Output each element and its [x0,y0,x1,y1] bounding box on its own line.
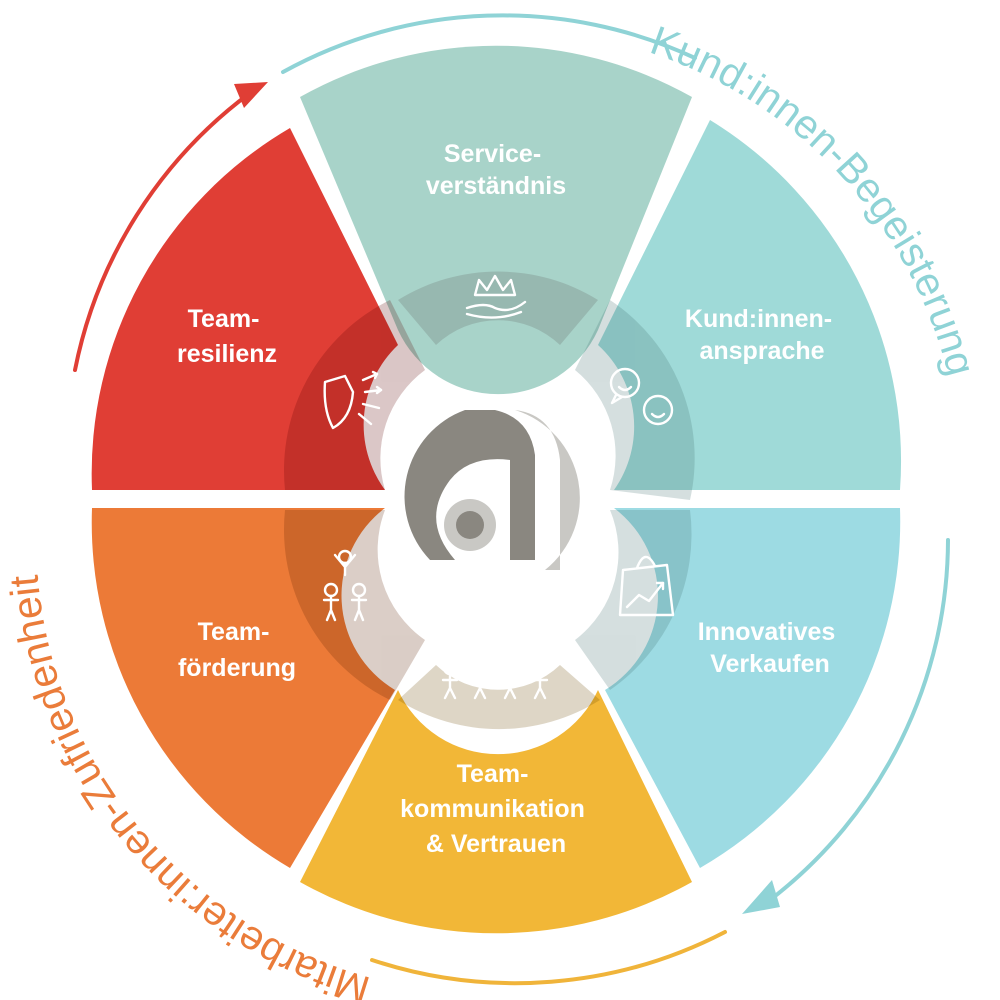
segments [91,45,902,934]
segment-innovativ-label: Innovatives Verkaufen [698,618,843,678]
shopping-bag-growth-icon [618,555,675,617]
segment-resilienz-label: Team- resilienz [177,305,277,368]
segment-service[interactable] [300,45,692,395]
mitarbeiter-arc-left [73,91,252,372]
segment-innovativ[interactable] [605,508,901,868]
team-row-icon [441,660,549,700]
segment-service-label: Service- verständnis [426,140,566,200]
shield-arrows-icon [323,370,383,430]
kunden-arrow-head [742,880,780,914]
mitarbeiter-arrow-head [234,82,268,108]
mitarbeiter-arc-bottom [370,930,727,986]
speech-smiley-icon [609,367,674,426]
segment-kund-label: Kund:innen- ansprache [685,305,839,365]
segment-kommunikation-label: Team- kommunikation & Vertrauen [400,760,592,858]
kunden-arc-top [281,13,697,74]
outer-ring [73,13,950,986]
crown-hand-icon [465,274,527,319]
segment-resilienz[interactable] [91,128,399,490]
people-pyramid-icon [322,549,368,622]
segment-foerderung[interactable] [91,508,395,868]
segment-kommunikation[interactable] [300,690,692,934]
segment-foerderung-label: Team- förderung [178,618,296,682]
a-logo-icon [404,410,580,570]
kunden-arc-right [768,538,950,902]
segment-kund[interactable] [598,120,902,490]
